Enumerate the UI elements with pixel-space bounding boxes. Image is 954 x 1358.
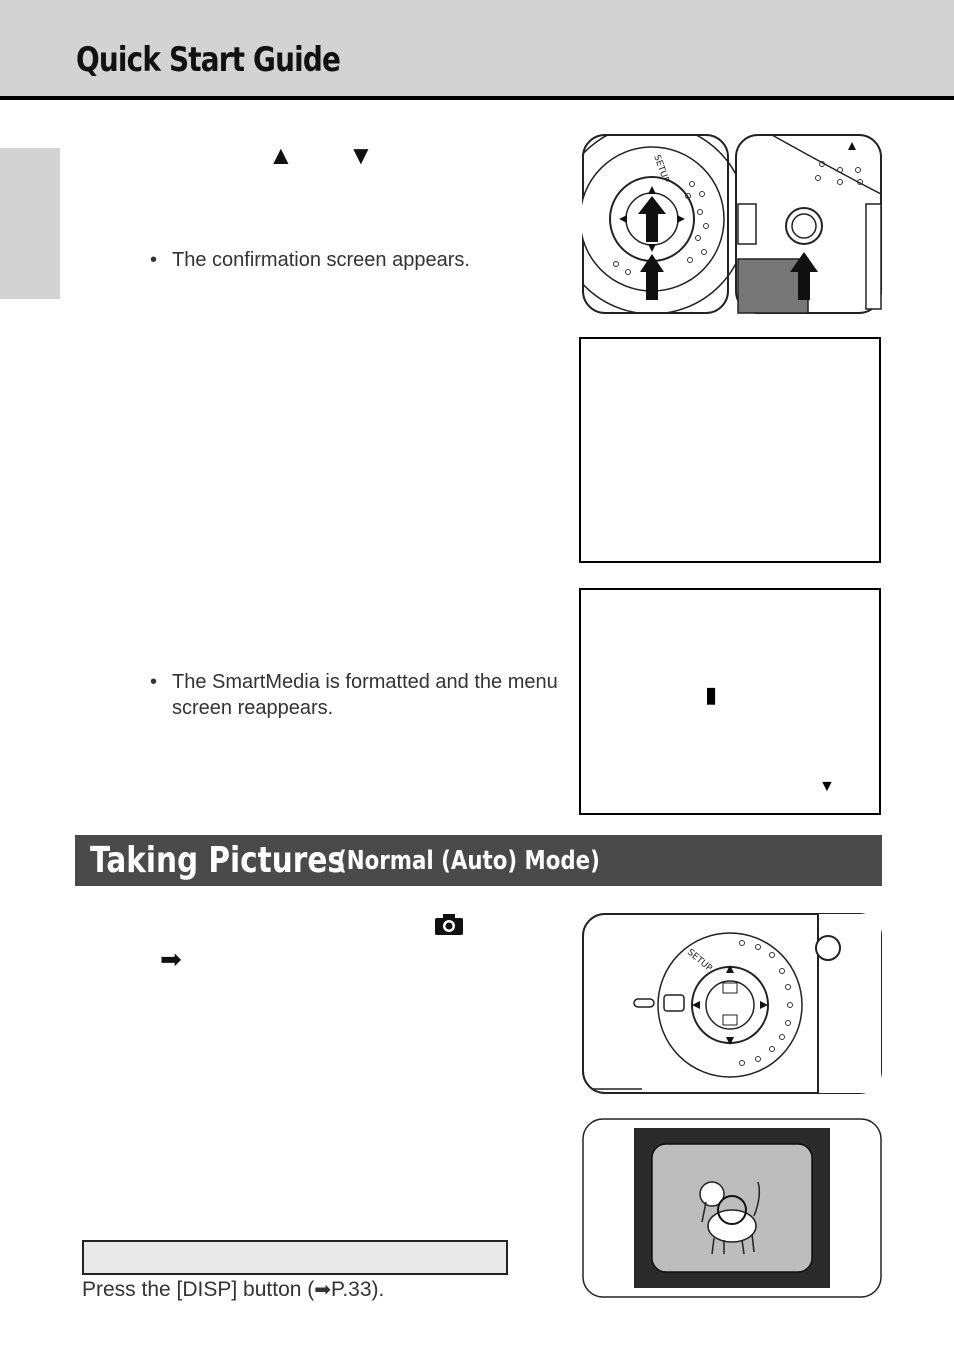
camera-icon (435, 914, 463, 935)
camera-dial-illustration: SETUP (582, 134, 882, 314)
note-text: Press the [DISP] button (➡P.33). (82, 1277, 384, 1302)
bullet-list-confirmation: The confirmation screen appears. (150, 247, 550, 273)
up-arrow-icon: ▲ (268, 140, 294, 170)
note-ref-arrow-icon: ➡ (314, 1279, 332, 1301)
lcd-confirmation-screen (579, 337, 881, 563)
section-title: Taking Pictures (90, 840, 345, 881)
section-banner (75, 835, 882, 886)
bullet-confirmation: The confirmation screen appears. (150, 247, 550, 273)
note-text-prefix: Press the [DISP] button ( (82, 1278, 315, 1301)
section-subtitle: (Normal (Auto) Mode) (337, 846, 600, 876)
page-title: Quick Start Guide (76, 40, 341, 80)
note-box (82, 1240, 508, 1275)
bullet-formatted: The SmartMedia is formatted and the menu… (150, 669, 560, 721)
down-arrow-icon: ▼ (348, 140, 374, 170)
lcd-cursor: ▮ (705, 682, 718, 707)
lcd-preview-illustration (582, 1118, 882, 1298)
note-text-suffix: P.33). (331, 1278, 385, 1301)
side-tab (0, 148, 60, 299)
lcd-menu-screen: ▮ ▼ (579, 588, 881, 815)
ref-arrow-icon: ➡ (160, 944, 182, 974)
mode-dial-illustration: SETUP (582, 913, 882, 1094)
lcd-down-marker: ▼ (819, 778, 835, 795)
header-band (0, 0, 954, 100)
bullet-list-formatted: The SmartMedia is formatted and the menu… (150, 669, 560, 721)
